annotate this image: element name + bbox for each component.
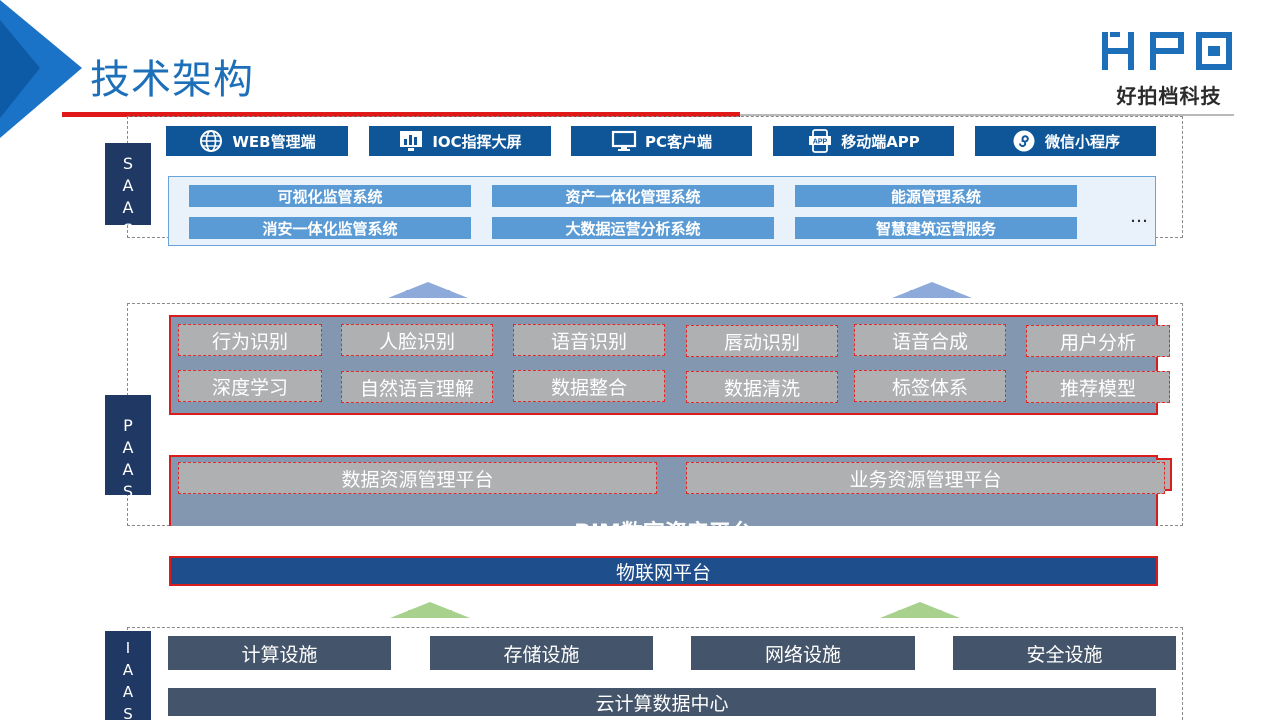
up-arrow-icon xyxy=(880,602,960,618)
up-arrow-icon xyxy=(390,602,470,618)
cloud-data-center: 云计算数据中心 xyxy=(168,688,1156,716)
infra-security: 安全设施 xyxy=(953,636,1176,670)
system-box: 大数据运营分析系统 xyxy=(492,217,774,239)
system-box: 可视化监管系统 xyxy=(189,185,471,207)
more-ellipsis: … xyxy=(1130,206,1148,227)
business-resource-platform: 业务资源管理平台 xyxy=(686,462,1165,494)
side-letter: P xyxy=(123,416,133,435)
logo-text: 好拍档科技 xyxy=(1116,84,1222,108)
capability-box: 数据清洗 xyxy=(686,371,838,403)
client-label: WEB管理端 xyxy=(232,132,316,151)
system-box: 消安一体化监管系统 xyxy=(189,217,471,239)
side-letter: S xyxy=(122,482,134,495)
capability-box: 行为识别 xyxy=(178,324,322,356)
client-label: 微信小程序 xyxy=(1044,132,1120,151)
side-letter: S xyxy=(122,154,134,173)
title-divider xyxy=(740,114,1234,116)
capability-box: 用户分析 xyxy=(1026,325,1170,357)
company-logo xyxy=(1098,28,1240,108)
client-label: 移动端APP xyxy=(841,132,920,151)
client-pc: PC客户端 xyxy=(571,126,752,156)
client-web: WEB管理端 xyxy=(166,126,348,156)
system-box: 能源管理系统 xyxy=(795,185,1077,207)
side-letter: S xyxy=(123,219,133,225)
iaas-label: I A A S xyxy=(105,631,151,720)
side-letter: A xyxy=(122,438,134,457)
side-letter: A xyxy=(122,661,134,679)
svg-text:APP: APP xyxy=(813,139,828,146)
capability-box: 标签体系 xyxy=(854,370,1006,402)
system-box: 资产一体化管理系统 xyxy=(492,185,774,207)
client-mini-program: 微信小程序 xyxy=(975,126,1156,156)
client-mobile-app: APP 移动端APP xyxy=(773,126,954,156)
bar-chart-icon xyxy=(400,131,423,151)
side-letter: A xyxy=(122,683,134,701)
capability-box: 人脸识别 xyxy=(341,324,493,356)
bim-platform-title: BIM数字资产平台 xyxy=(171,515,1156,526)
app-icon: APP xyxy=(809,129,832,153)
capability-box: 唇动识别 xyxy=(686,325,838,357)
title-underline xyxy=(62,112,740,117)
capability-box: 语音识别 xyxy=(513,324,665,356)
corner-decoration xyxy=(0,0,82,138)
side-letter: A xyxy=(122,198,134,217)
capability-box: 深度学习 xyxy=(178,370,322,402)
side-letter: A xyxy=(122,460,134,479)
client-label: IOC指挥大屏 xyxy=(432,132,522,151)
iot-platform: 物联网平台 xyxy=(169,556,1158,586)
side-letter: S xyxy=(123,705,133,720)
capability-box: 自然语言理解 xyxy=(341,371,493,403)
data-resource-platform: 数据资源管理平台 xyxy=(178,462,657,494)
infra-compute: 计算设施 xyxy=(168,636,391,670)
system-box: 智慧建筑运营服务 xyxy=(795,217,1077,239)
paas-label: P A A S xyxy=(105,395,151,495)
infra-storage: 存储设施 xyxy=(430,636,653,670)
page-title: 技术架构 xyxy=(90,57,254,103)
up-arrow-icon xyxy=(892,282,972,298)
capability-box: 语音合成 xyxy=(854,324,1006,356)
up-arrow-icon xyxy=(388,282,468,298)
globe-icon xyxy=(200,130,223,152)
mini-program-icon xyxy=(1013,130,1035,152)
infra-network: 网络设施 xyxy=(691,636,915,670)
capability-box: 推荐模型 xyxy=(1026,371,1170,403)
client-ioc: IOC指挥大屏 xyxy=(369,126,551,156)
side-letter: I xyxy=(125,639,131,657)
client-label: PC客户端 xyxy=(644,132,712,151)
saas-label: S A A S xyxy=(105,143,151,225)
side-letter: A xyxy=(122,176,134,195)
capability-box: 数据整合 xyxy=(513,370,665,402)
monitor-icon xyxy=(611,130,637,151)
